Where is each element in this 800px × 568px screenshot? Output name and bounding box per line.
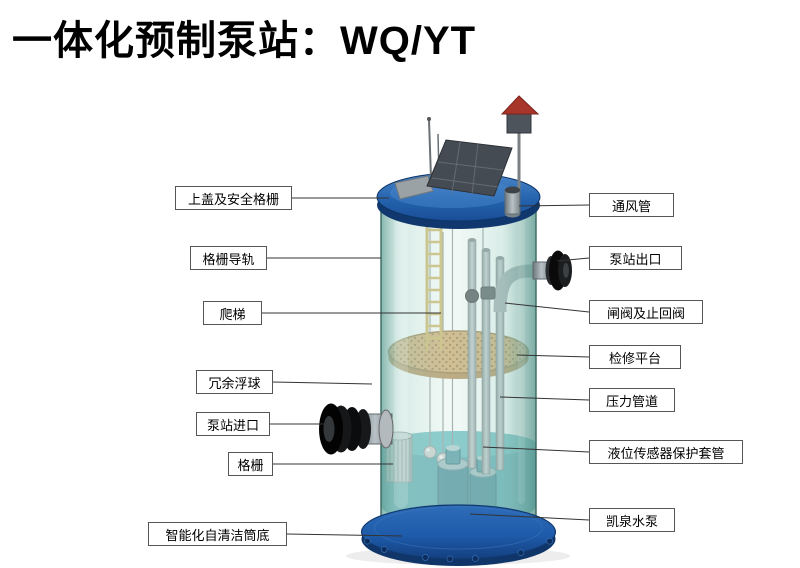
label-outlet: 泵站出口 <box>589 246 682 270</box>
page-title: 一体化预制泵站：WQ/YT <box>12 19 477 63</box>
leader-outlet <box>556 257 590 262</box>
label-ladder: 爬梯 <box>203 301 262 325</box>
label-grille: 格栅 <box>228 452 273 476</box>
leader-self-clean <box>286 533 403 537</box>
leader-sensor-sleeve <box>482 446 590 453</box>
leader-vent <box>518 204 590 207</box>
tank-shell <box>380 203 537 545</box>
solar-panel <box>426 139 513 197</box>
leader-pressure-pipe <box>499 396 590 401</box>
label-valves: 闸阀及止回阀 <box>589 300 703 324</box>
inlet-pipe <box>319 403 394 455</box>
antenna-mast <box>428 119 432 179</box>
label-level-sensor-sleeve: 液位传感器保护套管 <box>589 440 743 464</box>
control-box <box>500 95 540 134</box>
label-inlet: 泵站进口 <box>196 412 270 436</box>
lid-accessories <box>394 95 540 218</box>
flange-bolts <box>363 537 554 563</box>
label-vent-pipe: 通风管 <box>589 193 674 217</box>
leader-float <box>272 381 373 385</box>
label-top-cover-safety-grille: 上盖及安全格栅 <box>175 186 292 210</box>
control-box-roof <box>500 95 540 115</box>
vent-pipe <box>504 186 521 218</box>
leader-lines <box>262 197 590 537</box>
label-pressure-pipe: 压力管道 <box>589 388 675 412</box>
leader-pump <box>469 513 590 521</box>
leader-valves <box>504 302 590 313</box>
label-service-platform: 检修平台 <box>589 345 681 369</box>
bottom-flange <box>360 504 557 566</box>
outlet-pipe <box>532 250 572 291</box>
label-redundant-float: 冗余浮球 <box>196 370 273 394</box>
hatch-plate <box>394 175 434 200</box>
leader-platform <box>516 354 590 358</box>
label-pump: 凯泉水泵 <box>589 508 675 532</box>
label-grille-guide-rail: 格栅导轨 <box>190 246 267 270</box>
label-self-cleaning-bottom: 智能化自清洁筒底 <box>148 522 287 546</box>
